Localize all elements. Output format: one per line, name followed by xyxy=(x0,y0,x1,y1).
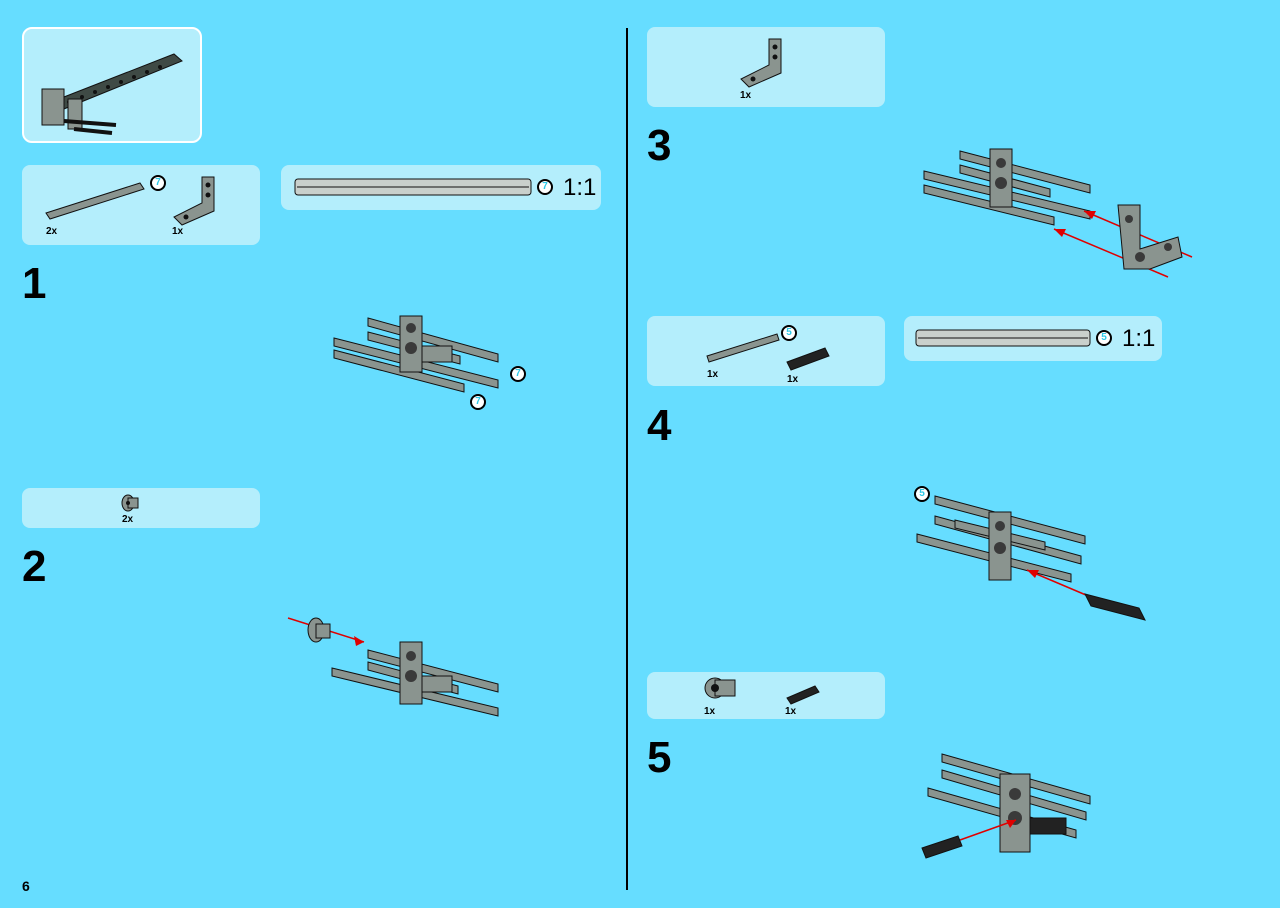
step-1-scale-panel: 7 1:1 xyxy=(281,165,601,210)
page-number: 6 xyxy=(22,878,30,894)
axle-actual-size-icon xyxy=(915,329,1091,347)
step-3-assembly-illustration xyxy=(923,148,1193,278)
connector-peg-icon xyxy=(786,347,830,371)
step-number: 5 xyxy=(647,733,672,782)
step-3-parts-panel: 1x xyxy=(647,27,885,107)
length-badge: 7 xyxy=(150,175,166,191)
part-qty: 1x xyxy=(707,369,719,380)
part-qty: 1x xyxy=(172,226,184,237)
step-1-assembly-illustration xyxy=(333,315,499,393)
submodel-preview-illustration xyxy=(41,53,183,135)
length-badge: 5 xyxy=(781,325,797,341)
axle-icon xyxy=(45,182,145,220)
length-badge: 7 xyxy=(537,179,553,195)
length-badge: 5 xyxy=(1096,330,1112,346)
submodel-preview xyxy=(22,27,202,143)
step-number: 3 xyxy=(647,121,672,170)
step-number: 4 xyxy=(647,401,672,450)
step-2-assembly-illustration xyxy=(287,617,499,717)
l-beam-icon xyxy=(173,176,215,226)
part-qty: 1x xyxy=(704,706,716,717)
step-5-parts-panel: 1x 1x xyxy=(647,672,885,719)
step-4-parts-panel: 1x 5 1x xyxy=(647,316,885,386)
step-5-assembly-illustration xyxy=(921,753,1091,859)
scale-ratio: 1:1 xyxy=(1122,325,1156,352)
step-4-assembly-illustration xyxy=(916,495,1146,621)
step-4-scale-panel: 5 1:1 xyxy=(904,316,1162,361)
part-qty: 1x xyxy=(787,374,799,385)
scale-ratio: 1:1 xyxy=(563,174,597,201)
bush-icon xyxy=(121,494,139,512)
step-number: 1 xyxy=(22,259,47,308)
connector-peg-icon xyxy=(786,685,820,705)
part-qty: 1x xyxy=(740,90,752,101)
length-callout: 7 xyxy=(470,394,486,410)
axle-icon xyxy=(706,333,780,363)
cross-block-icon xyxy=(704,677,736,699)
part-qty: 1x xyxy=(785,706,797,717)
axle-actual-size-icon xyxy=(294,178,532,196)
part-qty: 2x xyxy=(122,514,134,525)
column-divider xyxy=(626,28,628,890)
length-callout: 5 xyxy=(914,486,930,502)
length-callout: 7 xyxy=(510,366,526,382)
l-beam-icon xyxy=(740,38,782,88)
step-2-parts-panel: 2x xyxy=(22,488,260,528)
step-1-parts-panel: 2x 7 1x xyxy=(22,165,260,245)
part-qty: 2x xyxy=(46,226,58,237)
step-number: 2 xyxy=(22,542,47,591)
